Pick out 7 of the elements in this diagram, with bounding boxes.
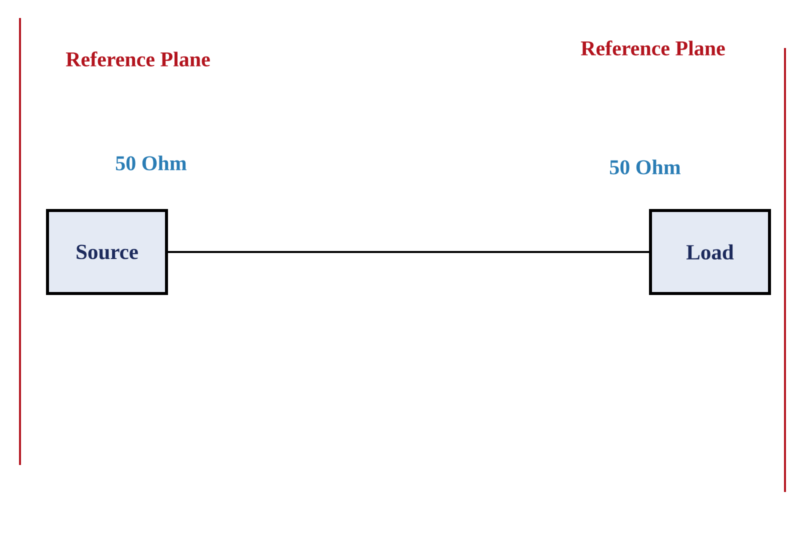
connection-line xyxy=(168,251,649,253)
plane-label: Reference Plane xyxy=(66,52,210,66)
block-box: Load xyxy=(649,209,771,295)
plane-label: Reference Plane xyxy=(580,40,725,56)
impedance-label: 50 Ohm xyxy=(610,160,681,174)
block-box: Source xyxy=(46,209,168,295)
impedance-label: 50 Ohm xyxy=(116,156,187,170)
